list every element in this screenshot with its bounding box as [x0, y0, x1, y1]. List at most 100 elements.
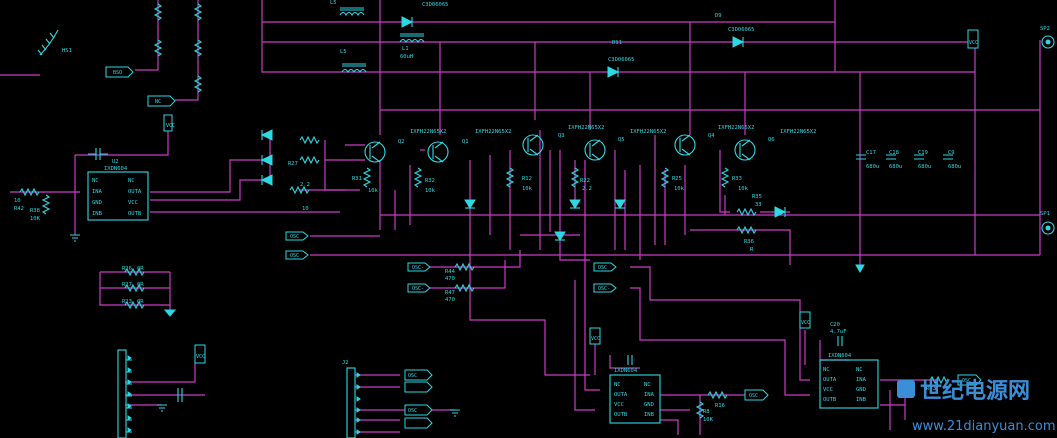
resistor-r38: R38 10K — [30, 194, 51, 222]
svg-text:0R: 0R — [137, 282, 144, 288]
svg-text:OSC: OSC — [598, 265, 607, 271]
connector-sp1: SP2 — [1040, 26, 1055, 49]
capacitor-c17: C17 680u — [856, 150, 879, 170]
svg-text:R32: R32 — [425, 178, 435, 184]
capacitor-c20: C20 4.7uF — [830, 322, 847, 346]
svg-text:OSC: OSC — [290, 253, 299, 259]
resistor-r35: R35 33 — [736, 194, 762, 217]
svg-text:R27: R27 — [122, 282, 132, 288]
svg-text:Q3: Q3 — [558, 133, 565, 139]
svg-text:OUTA: OUTA — [614, 392, 628, 398]
svg-text:NC: NC — [92, 178, 99, 184]
mosfet-q1: IXFH22N65X2 Q1 — [410, 129, 469, 163]
svg-text:R44: R44 — [445, 269, 456, 275]
resistor-r28-gate: 2.2 — [299, 155, 320, 188]
svg-text:NC: NC — [644, 382, 651, 388]
svg-text:IXDN604: IXDN604 — [104, 166, 128, 172]
resistor-r42: 10 R42 — [14, 187, 40, 212]
resistor-r30-gate: 10 — [289, 185, 310, 212]
svg-text:VCC: VCC — [196, 354, 205, 360]
svg-text:10: 10 — [14, 198, 21, 204]
capacitor-c-bottom — [177, 388, 183, 402]
svg-text:R42: R42 — [14, 206, 24, 212]
svg-text:4.7uF: 4.7uF — [830, 329, 847, 335]
capacitor-c3 — [88, 148, 108, 160]
svg-text:BSO: BSO — [113, 70, 122, 76]
svg-text:R8: R8 — [703, 409, 710, 415]
svg-text:OSC-: OSC- — [598, 286, 610, 292]
net-label-osc-3: OSC- — [407, 262, 431, 272]
svg-text:世纪电源网: 世纪电源网 — [920, 378, 1030, 404]
ground-j2 — [450, 409, 460, 417]
net-label-osc-bottom-mid: OSC — [744, 389, 769, 401]
net-label-osc-5: OSC — [593, 262, 617, 272]
diode-top-1: C3D06065 — [401, 2, 449, 28]
wire-net — [0, 0, 1041, 435]
svg-text:IXDN604: IXDN604 — [614, 368, 638, 374]
mosfet-q6: IXFH22N65X2 IXFH22N65X2 Q6 — [718, 125, 816, 161]
svg-text:OUTA: OUTA — [128, 189, 142, 195]
svg-text:IXDN604: IXDN604 — [828, 353, 852, 359]
resistor-r16: R16 — [707, 390, 728, 409]
svg-text:IXFH22N65X2: IXFH22N65X2 — [568, 125, 604, 131]
svg-text:OSC: OSC — [408, 373, 417, 379]
svg-text:IXFH22N65X2: IXFH22N65X2 — [780, 129, 816, 135]
svg-text:Q2: Q2 — [398, 139, 405, 145]
svg-text:C20: C20 — [830, 322, 840, 328]
ground-symbol — [70, 234, 80, 242]
svg-text:10K: 10K — [703, 417, 714, 423]
svg-text:R38: R38 — [30, 208, 40, 214]
svg-text:R22: R22 — [580, 178, 590, 184]
label-d9: D9 — [715, 13, 722, 19]
svg-text:R26: R26 — [122, 266, 132, 272]
svg-text:470: 470 — [445, 297, 455, 303]
inductor-l5: L5 — [340, 49, 367, 74]
svg-text:R12: R12 — [522, 176, 532, 182]
svg-text:C19: C19 — [918, 150, 928, 156]
svg-text:2.2: 2.2 — [300, 182, 310, 188]
svg-text:R43: R43 — [926, 386, 936, 392]
diode-mid-4 — [614, 199, 626, 209]
svg-text:OSC: OSC — [290, 234, 299, 240]
diode-mid-1 — [464, 199, 476, 209]
svg-text:VCC: VCC — [591, 336, 600, 342]
net-label-osc-6: OSC- — [593, 283, 617, 293]
svg-text:R25: R25 — [672, 176, 682, 182]
gate-diode-d9 — [260, 174, 273, 186]
svg-text:680u: 680u — [948, 164, 961, 170]
resistor-r36: R36 R — [736, 225, 757, 253]
diode-snubber — [774, 206, 787, 218]
svg-text:R35: R35 — [752, 194, 762, 200]
svg-text:10k: 10k — [738, 186, 749, 192]
mosfet-q5: IXFH22N65X2 Q5 — [568, 125, 625, 161]
resistor-r8: R8 10K — [695, 401, 714, 423]
mosfet-q2: Q2 — [364, 139, 405, 163]
svg-text:10: 10 — [302, 206, 309, 212]
svg-text:NC: NC — [614, 382, 621, 388]
mosfet-q3: IXFH22N65X2 Q3 — [475, 129, 565, 156]
resistor-r44: R44 470 — [445, 262, 475, 282]
svg-text:SP2: SP2 — [1040, 26, 1050, 32]
ic-u-middle: IXDN604 NC OUTA VCC OUTB NC INA GND INB — [609, 368, 661, 424]
svg-text:GND: GND — [856, 387, 866, 393]
mid-resistor-r22: R22 2.2 — [570, 167, 592, 192]
svg-text:470: 470 — [445, 276, 455, 282]
ic-u-right: IXDN604 NC OUTA VCC OUTB NC INA GND INB — [819, 353, 879, 409]
svg-text:C18: C18 — [889, 150, 899, 156]
connector-j2: J2 — [342, 360, 361, 438]
svg-text:J2: J2 — [342, 360, 349, 366]
svg-text:VCC: VCC — [166, 123, 175, 129]
svg-text:10k: 10k — [425, 188, 436, 194]
svg-text:VCC: VCC — [823, 387, 833, 393]
svg-text:C3D06065: C3D06065 — [608, 57, 635, 63]
diode-top-3: C3D06065 — [607, 57, 635, 78]
svg-text:C9: C9 — [948, 150, 955, 156]
svg-text:R27: R27 — [288, 161, 298, 167]
ground-arrow-right — [855, 264, 865, 274]
svg-text:C17: C17 — [866, 150, 876, 156]
watermark: 世纪电源网 www.21dianyuan.com — [897, 378, 1055, 434]
connector-j1 — [117, 349, 132, 438]
net-label-vcc-mid: VCC — [589, 327, 601, 345]
svg-text:L5: L5 — [330, 0, 337, 6]
